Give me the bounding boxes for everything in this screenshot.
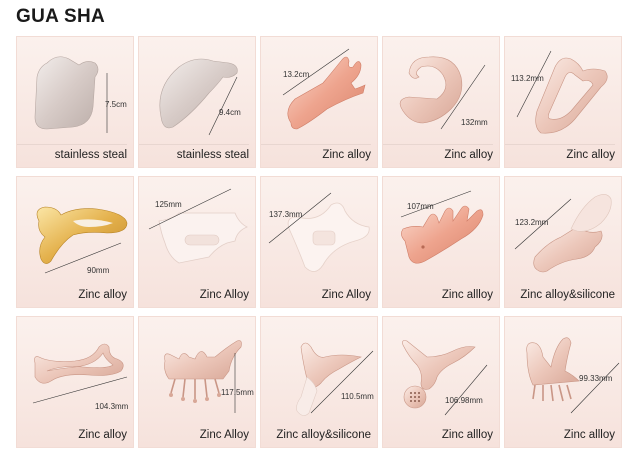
material-label: Zinc alloy (261, 144, 371, 161)
product-card[interactable]: 7.5cm stainless steal (16, 36, 134, 168)
product-card[interactable]: 90mm Zinc alloy (16, 176, 134, 308)
product-card[interactable]: 104.3mm Zinc alloy (16, 316, 134, 448)
product-card[interactable]: 9.4cm stainless steal (138, 36, 256, 168)
rose-silicone-wing-gua-sha-image: 123.2mm (514, 194, 612, 273)
rose-hook-gua-sha-image: 132mm (399, 56, 488, 130)
svg-text:99.33mm: 99.33mm (579, 374, 613, 383)
rose-fork-comb-gua-sha-image: 99.33mm (526, 337, 620, 414)
material-label: Zinc alloy (78, 429, 127, 441)
rose-comb-gua-sha-image: 107mm (400, 190, 484, 264)
svg-text:13.2cm: 13.2cm (283, 70, 310, 79)
material-label: Zinc allloy (441, 429, 493, 441)
svg-text:137.3mm: 137.3mm (269, 210, 303, 219)
product-card[interactable]: 132mm Zinc alloy (382, 36, 500, 168)
product-card[interactable]: 113.2mm Zinc alloy (504, 36, 622, 168)
material-label: Zinc alloy (383, 144, 493, 161)
rose-heart-loop-gua-sha-image: 113.2mm (511, 50, 608, 134)
product-card[interactable]: 125mm Zinc Alloy (138, 176, 256, 308)
svg-text:117.5mm: 117.5mm (221, 388, 254, 397)
material-label: stainless steal (139, 144, 249, 161)
product-card[interactable]: 123.2mm Zinc alloy&silicone (504, 176, 622, 308)
svg-text:113.2mm: 113.2mm (511, 74, 544, 83)
material-label: Zinc Alloy (199, 429, 249, 441)
rose-crown-comb-gua-sha-image: 117.5mm (164, 340, 254, 413)
gold-butterfly-gua-sha-image: 90mm (36, 206, 128, 275)
svg-text:104.3mm: 104.3mm (95, 402, 129, 411)
steel-wing-gua-sha-image: 9.4cm (159, 58, 241, 136)
rose-wing-handle-gua-sha-image: 110.5mm (296, 342, 374, 416)
product-card[interactable]: 107mm Zinc allloy (382, 176, 500, 308)
svg-text:125mm: 125mm (155, 200, 182, 209)
material-label: Zinc allloy (441, 289, 493, 301)
material-label: stainless steal (17, 144, 127, 161)
page-title: GUA SHA (16, 6, 106, 27)
clear-comb-gua-sha-image: 125mm (148, 188, 248, 264)
rose-wire-s-gua-sha-image: 104.3mm (32, 343, 129, 411)
svg-text:7.5cm: 7.5cm (105, 100, 127, 109)
product-card[interactable]: 106.98mm Zinc allloy (382, 316, 500, 448)
material-label: Zinc alloy (78, 289, 127, 301)
product-card[interactable]: 110.5mm Zinc alloy&silicone (260, 316, 378, 448)
material-label: Zinc allloy (563, 429, 615, 441)
clear-wing-gua-sha-image: 137.3mm (268, 192, 370, 272)
material-label: Zinc alloy&silicone (276, 429, 371, 441)
svg-text:107mm: 107mm (407, 202, 434, 211)
rose-perforated-paddle-gua-sha-image: 106.98mm (402, 340, 488, 416)
product-card[interactable]: 99.33mm Zinc allloy (504, 316, 622, 448)
material-label: Zinc alloy (505, 144, 615, 161)
material-label: Zinc Alloy (321, 289, 371, 301)
product-card[interactable]: 117.5mm Zinc Alloy (138, 316, 256, 448)
svg-text:123.2mm: 123.2mm (515, 218, 549, 227)
steel-square-gua-sha-image: 7.5cm (34, 56, 127, 133)
svg-text:110.5mm: 110.5mm (341, 392, 374, 401)
product-card[interactable]: 13.2cm Zinc alloy (260, 36, 378, 168)
material-label: Zinc alloy&silicone (520, 289, 615, 301)
svg-text:9.4cm: 9.4cm (219, 108, 241, 117)
rose-fork-gua-sha-image: 13.2cm (282, 48, 366, 130)
svg-text:90mm: 90mm (87, 266, 110, 275)
svg-text:106.98mm: 106.98mm (445, 396, 483, 405)
product-card[interactable]: 137.3mm Zinc Alloy (260, 176, 378, 308)
svg-text:132mm: 132mm (461, 118, 488, 127)
material-label: Zinc Alloy (199, 289, 249, 301)
product-grid: 7.5cm stainless steal 9.4cm stainless st… (16, 36, 624, 448)
